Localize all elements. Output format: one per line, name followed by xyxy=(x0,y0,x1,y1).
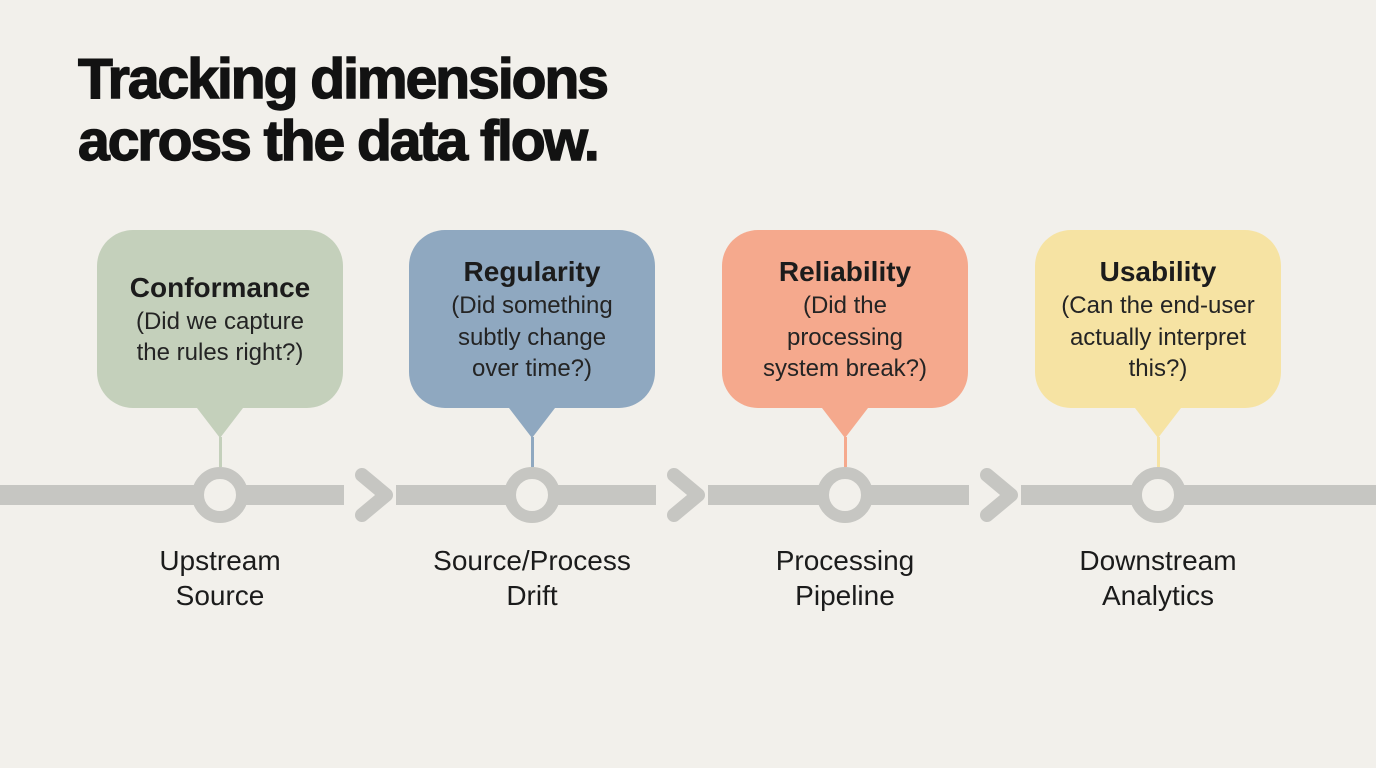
reliability-question: (Did the processing system break?) xyxy=(762,292,928,382)
regularity-bubble-tail xyxy=(509,408,555,438)
timeline-node-processing-pipeline xyxy=(817,467,873,523)
usability-bubble-tail xyxy=(1135,408,1181,438)
regularity-title: Regularity xyxy=(463,256,601,288)
usability-title: Usability xyxy=(1099,256,1217,288)
dimension-reliability: Reliability (Did the processing system b… xyxy=(685,230,1005,467)
timeline-node-source-process-drift xyxy=(504,467,560,523)
reliability-bubble-tail xyxy=(822,408,868,438)
page-title: Tracking dimensions across the data flow… xyxy=(77,47,609,174)
reliability-title: Reliability xyxy=(778,256,912,288)
stage-label-processing-pipeline: Processing Pipeline xyxy=(775,545,915,612)
conformance-bubble-tail xyxy=(197,408,243,438)
timeline-segment xyxy=(0,485,344,505)
dimension-conformance: Conformance (Did we capture the rules ri… xyxy=(60,230,380,467)
regularity-question: (Did something subtly change over time?) xyxy=(451,292,613,382)
reliability-bubble: Reliability (Did the processing system b… xyxy=(722,230,968,408)
conformance-title: Conformance xyxy=(129,271,311,303)
arrow-right-icon xyxy=(980,468,1018,522)
timeline-node-upstream-source xyxy=(192,467,248,523)
regularity-connector-line xyxy=(530,437,534,467)
conformance-bubble: Conformance (Did we capture the rules ri… xyxy=(97,230,343,408)
stage-label-source-process-drift: Source/Process Drift xyxy=(433,545,631,612)
usability-connector-line xyxy=(1156,437,1160,467)
regularity-bubble: Regularity (Did something subtly change … xyxy=(409,230,655,408)
arrow-right-icon xyxy=(667,468,705,522)
dimension-regularity: Regularity (Did something subtly change … xyxy=(372,230,692,467)
conformance-question: (Did we capture the rules right?) xyxy=(135,308,305,367)
usability-bubble: Usability (Can the end-user actually int… xyxy=(1035,230,1281,408)
timeline-node-downstream-analytics xyxy=(1130,467,1186,523)
reliability-connector-line xyxy=(843,437,847,467)
conformance-connector-line xyxy=(218,437,222,467)
arrow-right-icon xyxy=(355,468,393,522)
dimension-usability: Usability (Can the end-user actually int… xyxy=(998,230,1318,467)
stage-label-upstream-source: Upstream Source xyxy=(159,545,281,612)
timeline-segment xyxy=(1021,485,1376,505)
usability-question: (Can the end-user actually interpret thi… xyxy=(1061,292,1255,382)
stage-label-downstream-analytics: Downstream Analytics xyxy=(1079,545,1237,612)
